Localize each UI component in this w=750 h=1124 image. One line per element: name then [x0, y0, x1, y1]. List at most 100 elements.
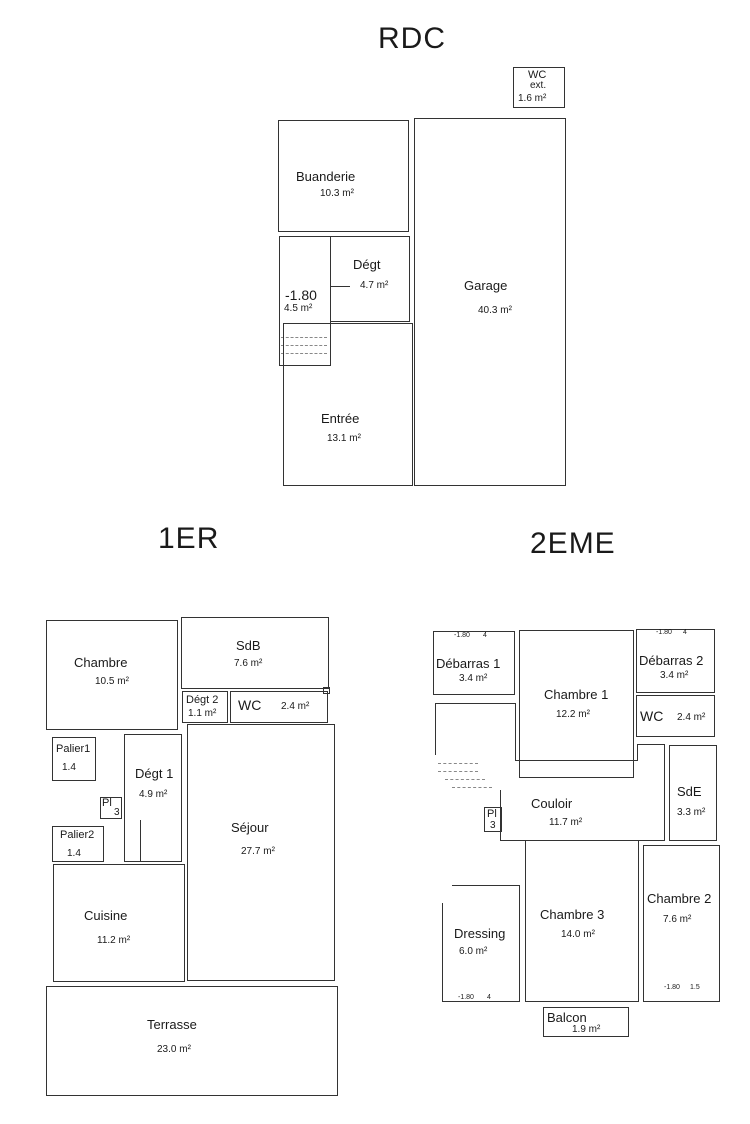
sdb-corner-mark: [323, 687, 330, 694]
room-balcon: [543, 1007, 629, 1037]
room-label-degt: Dégt: [353, 257, 381, 272]
height-mark-debarras1-a: -1.80: [454, 632, 470, 639]
stair-dash-2: [281, 345, 327, 346]
dressing-notch: [442, 885, 452, 903]
room-cuisine: [53, 864, 185, 982]
couloir-wall-1: [435, 703, 515, 705]
couloir-stair-dash-3: [445, 779, 485, 780]
room-label-chambre1: Chambre 1: [544, 687, 609, 702]
stair-dash-1: [281, 337, 327, 338]
stair-dash-3: [281, 353, 327, 354]
room-wc-ext: [513, 67, 565, 108]
room-area-dressing: 6.0 m²: [459, 946, 488, 957]
room-area-sejour: 27.7 m²: [241, 846, 275, 857]
room-area-balcon: 1.9 m²: [572, 1024, 601, 1035]
room-label-degt1: Dégt 1: [135, 766, 174, 781]
room-area-sdb: 7.6 m²: [234, 658, 263, 669]
couloir-stair-dash-2: [438, 771, 478, 772]
room-area-degt2: 1.1 m²: [188, 708, 217, 719]
room-area-buanderie: 10.3 m²: [320, 188, 354, 199]
room-label-stair-rdc: -1.80: [285, 287, 317, 303]
room-label-sde: SdE: [677, 784, 702, 799]
room-area-wc-ext: 1.6 m²: [518, 93, 547, 104]
couloir-wall-5: [637, 744, 639, 761]
room-label-palier1: Palier1: [56, 743, 91, 755]
room-area-palier1: 1.4: [62, 762, 76, 773]
height-mark-dressing-b: 4: [487, 994, 491, 1001]
room-area-chambre1: 12.2 m²: [556, 709, 590, 720]
room-area-debarras1: 3.4 m²: [459, 673, 488, 684]
room-area-couloir: 11.7 m²: [549, 817, 583, 828]
room-pl-1er: [100, 797, 122, 819]
room-label-buanderie: Buanderie: [296, 169, 356, 184]
room-label-entree: Entrée: [321, 411, 360, 426]
couloir-wall-6: [637, 744, 664, 746]
height-mark-chambre2-b: 1.5: [690, 984, 700, 991]
room-area-chambre2: 7.6 m²: [663, 914, 692, 925]
room-degt: [330, 236, 410, 322]
stair-notch-h: [330, 286, 350, 288]
room-label-palier2: Palier2: [60, 829, 95, 841]
room-sde: [669, 745, 717, 841]
floor-title-2eme: 2EME: [530, 527, 616, 560]
room-debarras2: [636, 629, 715, 693]
room-chambre3: [525, 840, 639, 1002]
room-label-debarras1: Débarras 1: [436, 656, 501, 671]
room-stair-rdc: [279, 236, 331, 366]
room-garage: [414, 118, 566, 486]
room-terrasse: [46, 986, 338, 1096]
room-area-wc-2eme: 2.4 m²: [677, 712, 706, 723]
room-label-garage: Garage: [464, 278, 508, 293]
room-area-entree: 13.1 m²: [327, 433, 361, 444]
room-label-debarras2: Débarras 2: [639, 653, 704, 668]
room-label-chambre: Chambre: [74, 655, 128, 670]
couloir-wall-2: [435, 703, 437, 755]
room-dressing: [442, 885, 520, 1002]
room-palier2: [52, 826, 104, 862]
couloir-wall-9: [500, 790, 502, 840]
room-label-sejour: Séjour: [231, 820, 269, 835]
room-area-palier2: 1.4: [67, 848, 81, 859]
height-mark-debarras2-b: 4: [683, 629, 687, 636]
floor-title-1er: 1ER: [158, 522, 220, 555]
height-mark-chambre2-a: -1.80: [664, 984, 680, 991]
room-wc-2eme: [636, 695, 715, 737]
room-degt2: [182, 691, 228, 723]
room-label-wc-2eme: WC: [640, 708, 664, 724]
couloir-wall-3: [515, 703, 517, 761]
room-label-pl-2eme: Pl: [487, 808, 497, 820]
room-label-sdb: SdB: [236, 638, 261, 653]
room-degt1-notch: [124, 820, 141, 862]
room-label-wc-ext-2: ext.: [530, 80, 547, 91]
room-label-cuisine: Cuisine: [84, 908, 128, 923]
room-label-degt2: Dégt 2: [186, 694, 219, 706]
room-area-degt: 4.7 m²: [360, 280, 389, 291]
room-label-wc-ext-1: WC: [528, 69, 547, 81]
room-chambre1: [519, 630, 634, 778]
room-area-pl-2eme: 3: [490, 820, 496, 831]
room-label-chambre2: Chambre 2: [647, 891, 712, 906]
couloir-stair-dash-4: [452, 787, 492, 788]
room-area-degt1: 4.9 m²: [139, 789, 168, 800]
room-area-stair-rdc: 4.5 m²: [284, 303, 313, 314]
room-label-couloir: Couloir: [531, 796, 573, 811]
room-label-terrasse: Terrasse: [147, 1017, 197, 1032]
room-buanderie: [278, 120, 409, 232]
room-area-sde: 3.3 m²: [677, 807, 706, 818]
height-mark-debarras1-b: 4: [483, 632, 487, 639]
height-mark-dressing-a: -1.80: [458, 994, 474, 1001]
room-debarras1: [433, 631, 515, 695]
room-area-terrasse: 23.0 m²: [157, 1044, 191, 1055]
room-area-chambre3: 14.0 m²: [561, 929, 595, 940]
floor-title-rdc: RDC: [378, 22, 446, 55]
room-chambre: [46, 620, 178, 730]
room-label-balcon: Balcon: [547, 1010, 587, 1025]
height-mark-debarras2-a: -1.80: [656, 629, 672, 636]
room-sdb: [181, 617, 329, 689]
room-chambre2: [643, 845, 720, 1002]
room-area-chambre: 10.5 m²: [95, 676, 129, 687]
couloir-wall-7: [664, 744, 666, 841]
room-wc-1er: [230, 691, 328, 723]
room-label-dressing: Dressing: [454, 926, 506, 941]
room-entree: [283, 323, 413, 486]
